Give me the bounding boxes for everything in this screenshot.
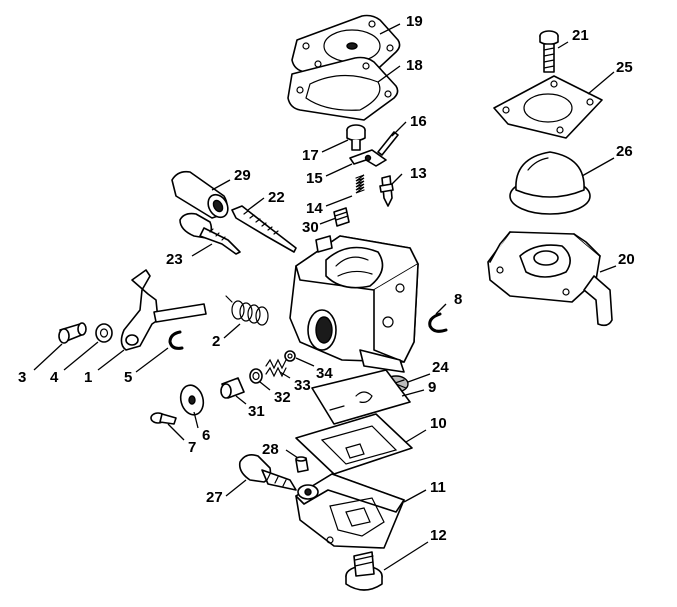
part-5-circlip (168, 330, 184, 350)
callout-10: 10 (430, 415, 447, 432)
part-28-pin (295, 456, 309, 473)
callout-30: 30 (302, 219, 319, 236)
part-10-gasket (295, 413, 413, 475)
leader-lines (33, 23, 617, 571)
callout-4: 4 (50, 369, 59, 386)
callout-25: 25 (616, 59, 633, 76)
callout-13: 13 (410, 165, 427, 182)
part-21-screw (539, 30, 559, 73)
callout-26: 26 (616, 143, 633, 160)
callout-22: 22 (268, 189, 285, 206)
part-11-end-cover (295, 473, 405, 549)
part-31-plug (220, 377, 245, 399)
part-8-circlip (428, 312, 448, 333)
callout-15: 15 (306, 170, 323, 187)
part-12-screw (345, 551, 383, 591)
callout-31: 31 (248, 403, 265, 420)
part-15-lever (349, 149, 387, 167)
callout-8: 8 (454, 291, 462, 308)
part-7-screw (150, 412, 177, 425)
callout-28: 28 (262, 441, 279, 458)
callout-6: 6 (202, 427, 210, 444)
part-17-screw (346, 124, 366, 151)
callout-12: 12 (430, 527, 447, 544)
part-16-pin (377, 131, 399, 156)
part-3-sleeve (58, 322, 87, 344)
part-9-metering-diaphragm (311, 369, 411, 425)
part-1-throttle-shaft (120, 269, 207, 351)
part-32-o-ring (249, 368, 263, 384)
part-14-spring (355, 174, 365, 194)
callout-21: 21 (572, 27, 589, 44)
callout-23: 23 (166, 251, 183, 268)
callout-labels: 19 18 17 16 15 13 14 30 29 22 23 2 3 4 1… (18, 13, 635, 544)
part-20-primer-housing (487, 231, 613, 327)
callout-33: 33 (294, 377, 311, 394)
part-26-primer-bulb (509, 151, 591, 215)
callout-16: 16 (410, 113, 427, 130)
part-13-inlet-needle (379, 175, 394, 207)
callout-11: 11 (430, 479, 446, 496)
part-30-plug (333, 207, 350, 227)
callout-18: 18 (406, 57, 423, 74)
part-25-flange-gasket (493, 75, 603, 139)
callout-3: 3 (18, 369, 26, 386)
part-34-ball (284, 350, 296, 362)
part-33-spring (265, 358, 287, 378)
part-29-sleeve (171, 170, 229, 219)
part-27-fitting (238, 454, 297, 491)
part-18-gasket (287, 56, 399, 121)
part-2-torsion-spring (225, 295, 269, 326)
callout-19: 19 (406, 13, 423, 30)
part-22-adjusting-screw (231, 205, 297, 253)
callout-1: 1 (84, 369, 92, 386)
callout-20: 20 (618, 251, 635, 268)
callout-29: 29 (234, 167, 251, 184)
callout-24: 24 (432, 359, 449, 376)
callout-34: 34 (316, 365, 333, 382)
callout-9: 9 (428, 379, 436, 396)
callout-7: 7 (188, 439, 196, 456)
carburetor-body (289, 235, 419, 373)
part-4-washer (95, 323, 113, 343)
callout-17: 17 (302, 147, 319, 164)
callout-5: 5 (124, 369, 132, 386)
callout-27: 27 (206, 489, 223, 506)
callout-2: 2 (212, 333, 220, 350)
callout-32: 32 (274, 389, 291, 406)
part-23-adjusting-screw (179, 212, 241, 255)
part-6-throttle-disc (179, 384, 205, 416)
callout-14: 14 (306, 200, 323, 217)
